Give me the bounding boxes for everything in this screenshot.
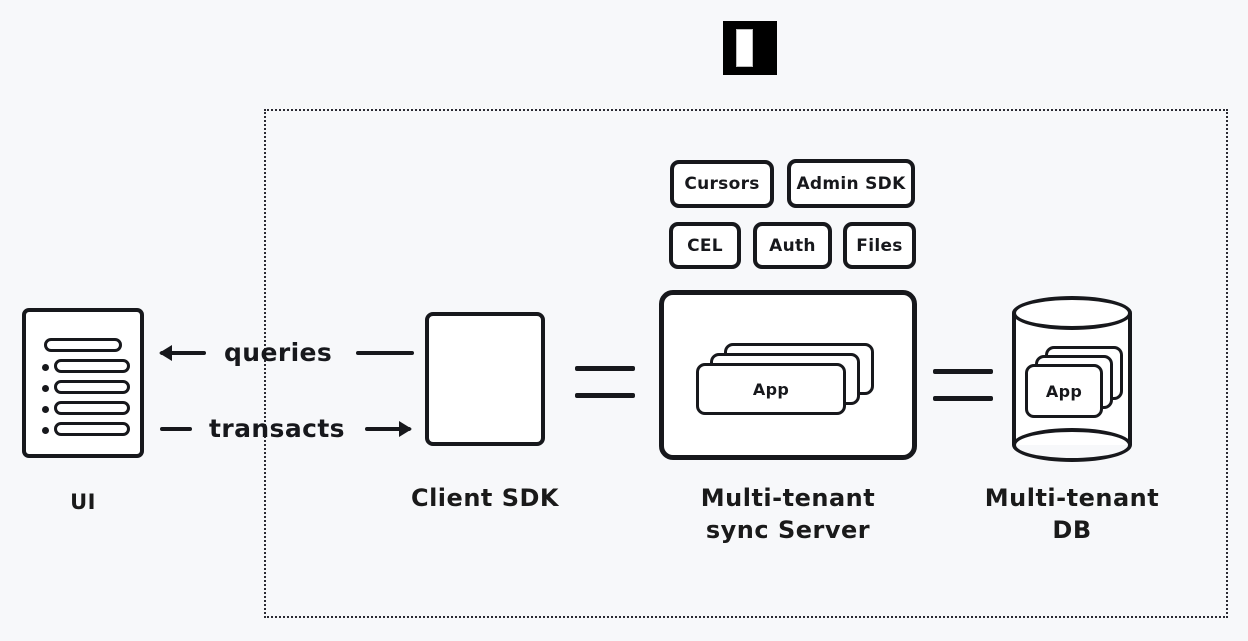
connector-sdk-to-server — [575, 366, 635, 398]
list-icon-row — [42, 422, 134, 439]
feature-pill-label: CEL — [687, 235, 723, 256]
app-card-label: App — [752, 379, 790, 399]
flow-transacts: transacts — [160, 414, 412, 443]
cylinder-top — [1012, 296, 1132, 330]
sync-server-caption: Multi-tenant sync Server — [700, 484, 876, 544]
client-sdk-node[interactable] — [425, 312, 545, 446]
app-card-front: App — [1025, 364, 1103, 418]
cylinder-bottom — [1012, 428, 1132, 462]
feature-pill-cel[interactable]: CEL — [669, 222, 741, 269]
feature-pill-label: Admin SDK — [796, 173, 906, 194]
database-node[interactable]: App — [1012, 296, 1132, 462]
feature-pill-admin-sdk[interactable]: Admin SDK — [787, 159, 915, 208]
connector-line — [575, 366, 635, 371]
list-icon-row — [42, 338, 134, 355]
list-icon-bullet — [42, 406, 49, 413]
list-icon-bar — [44, 338, 122, 352]
list-icon-row — [42, 380, 134, 397]
list-icon-row — [42, 359, 134, 376]
feature-pill-label: Cursors — [684, 174, 760, 194]
flow-transacts-label: transacts — [209, 414, 345, 443]
connector-line — [933, 396, 993, 401]
list-icon-row — [42, 401, 134, 418]
list-icon-bullet — [42, 385, 49, 392]
flow-queries: queries — [159, 338, 415, 367]
feature-pill-cursors[interactable]: Cursors — [670, 160, 774, 208]
list-icon-bullet — [42, 364, 49, 371]
app-card-label: App — [1045, 381, 1083, 401]
list-icon-bar — [54, 359, 130, 373]
arrow-left-icon — [159, 344, 206, 361]
connector-line — [575, 393, 635, 398]
client-sdk-caption: Client SDK — [410, 484, 560, 512]
feature-pill-files[interactable]: Files — [843, 222, 916, 269]
feature-pill-label: Auth — [769, 235, 816, 256]
list-icon — [42, 338, 134, 443]
ui-node[interactable] — [22, 308, 144, 458]
database-caption: Multi-tenant DB — [984, 484, 1160, 544]
instant-logo — [723, 21, 777, 75]
flow-queries-line — [356, 350, 415, 355]
app-card-front: App — [696, 363, 846, 415]
list-icon-bullet — [42, 427, 49, 434]
connector-server-to-db — [933, 369, 993, 401]
app-card-stack: App — [1025, 346, 1125, 418]
list-icon-bar — [54, 401, 130, 415]
app-card-stack: App — [696, 343, 876, 421]
sync-server-node[interactable]: App — [659, 290, 917, 460]
flow-queries-label: queries — [224, 338, 333, 367]
ui-node-caption: UI — [70, 490, 96, 514]
feature-pill-auth[interactable]: Auth — [753, 222, 832, 269]
arrow-right-icon — [364, 420, 412, 437]
flow-transacts-line — [160, 426, 192, 431]
instant-logo-bar — [736, 29, 753, 67]
list-icon-bar — [54, 380, 130, 394]
list-icon-bar — [54, 422, 130, 436]
platform-boundary — [264, 109, 1228, 618]
connector-line — [933, 369, 993, 374]
feature-pill-label: Files — [856, 235, 903, 256]
